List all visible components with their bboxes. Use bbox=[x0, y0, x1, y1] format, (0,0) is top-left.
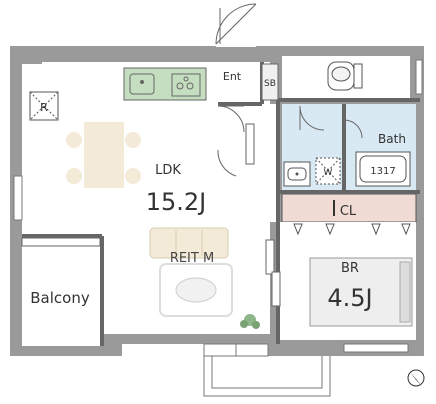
bed bbox=[309, 257, 413, 327]
closet-area bbox=[281, 193, 417, 223]
front-door bbox=[215, 3, 257, 47]
toilet bbox=[327, 61, 363, 91]
windows bbox=[13, 59, 423, 357]
br-size: 4.5J bbox=[327, 284, 372, 312]
pipe-space-label: R bbox=[40, 101, 48, 114]
north-arrow-icon bbox=[407, 369, 425, 387]
bathtub-size-label: 1317 bbox=[370, 166, 395, 177]
closet-doors bbox=[293, 223, 411, 236]
ldk-name: LDK bbox=[155, 163, 181, 178]
plant-icon bbox=[240, 314, 260, 329]
pipe-space bbox=[29, 91, 59, 121]
bath-label: Bath bbox=[378, 132, 406, 146]
rug bbox=[159, 263, 233, 317]
washer-spot bbox=[315, 157, 341, 185]
balcony-name: Balcony bbox=[30, 289, 90, 307]
sofa bbox=[149, 227, 229, 259]
wash-basin bbox=[283, 161, 311, 187]
sliding-doors bbox=[245, 123, 281, 307]
balcony-floor bbox=[22, 246, 100, 346]
shoe-box bbox=[261, 63, 279, 101]
washer-label: W bbox=[324, 168, 333, 178]
watermark: REIT M bbox=[170, 251, 214, 266]
ldk-size: 15.2J bbox=[146, 188, 207, 216]
bath-door bbox=[299, 105, 363, 139]
balcony-railing bbox=[21, 237, 101, 247]
kitchen-counter bbox=[123, 67, 207, 101]
lower-balcony-rail bbox=[203, 356, 331, 397]
entrance-floor bbox=[220, 62, 260, 102]
br-name: BR bbox=[341, 261, 359, 276]
closet-label: CL bbox=[340, 204, 357, 219]
entrance-label: Ent bbox=[223, 70, 242, 83]
shoe-box-label: SB bbox=[264, 79, 276, 89]
dining-set bbox=[66, 122, 141, 188]
entrance-door bbox=[217, 105, 245, 177]
bathtub bbox=[355, 151, 411, 187]
